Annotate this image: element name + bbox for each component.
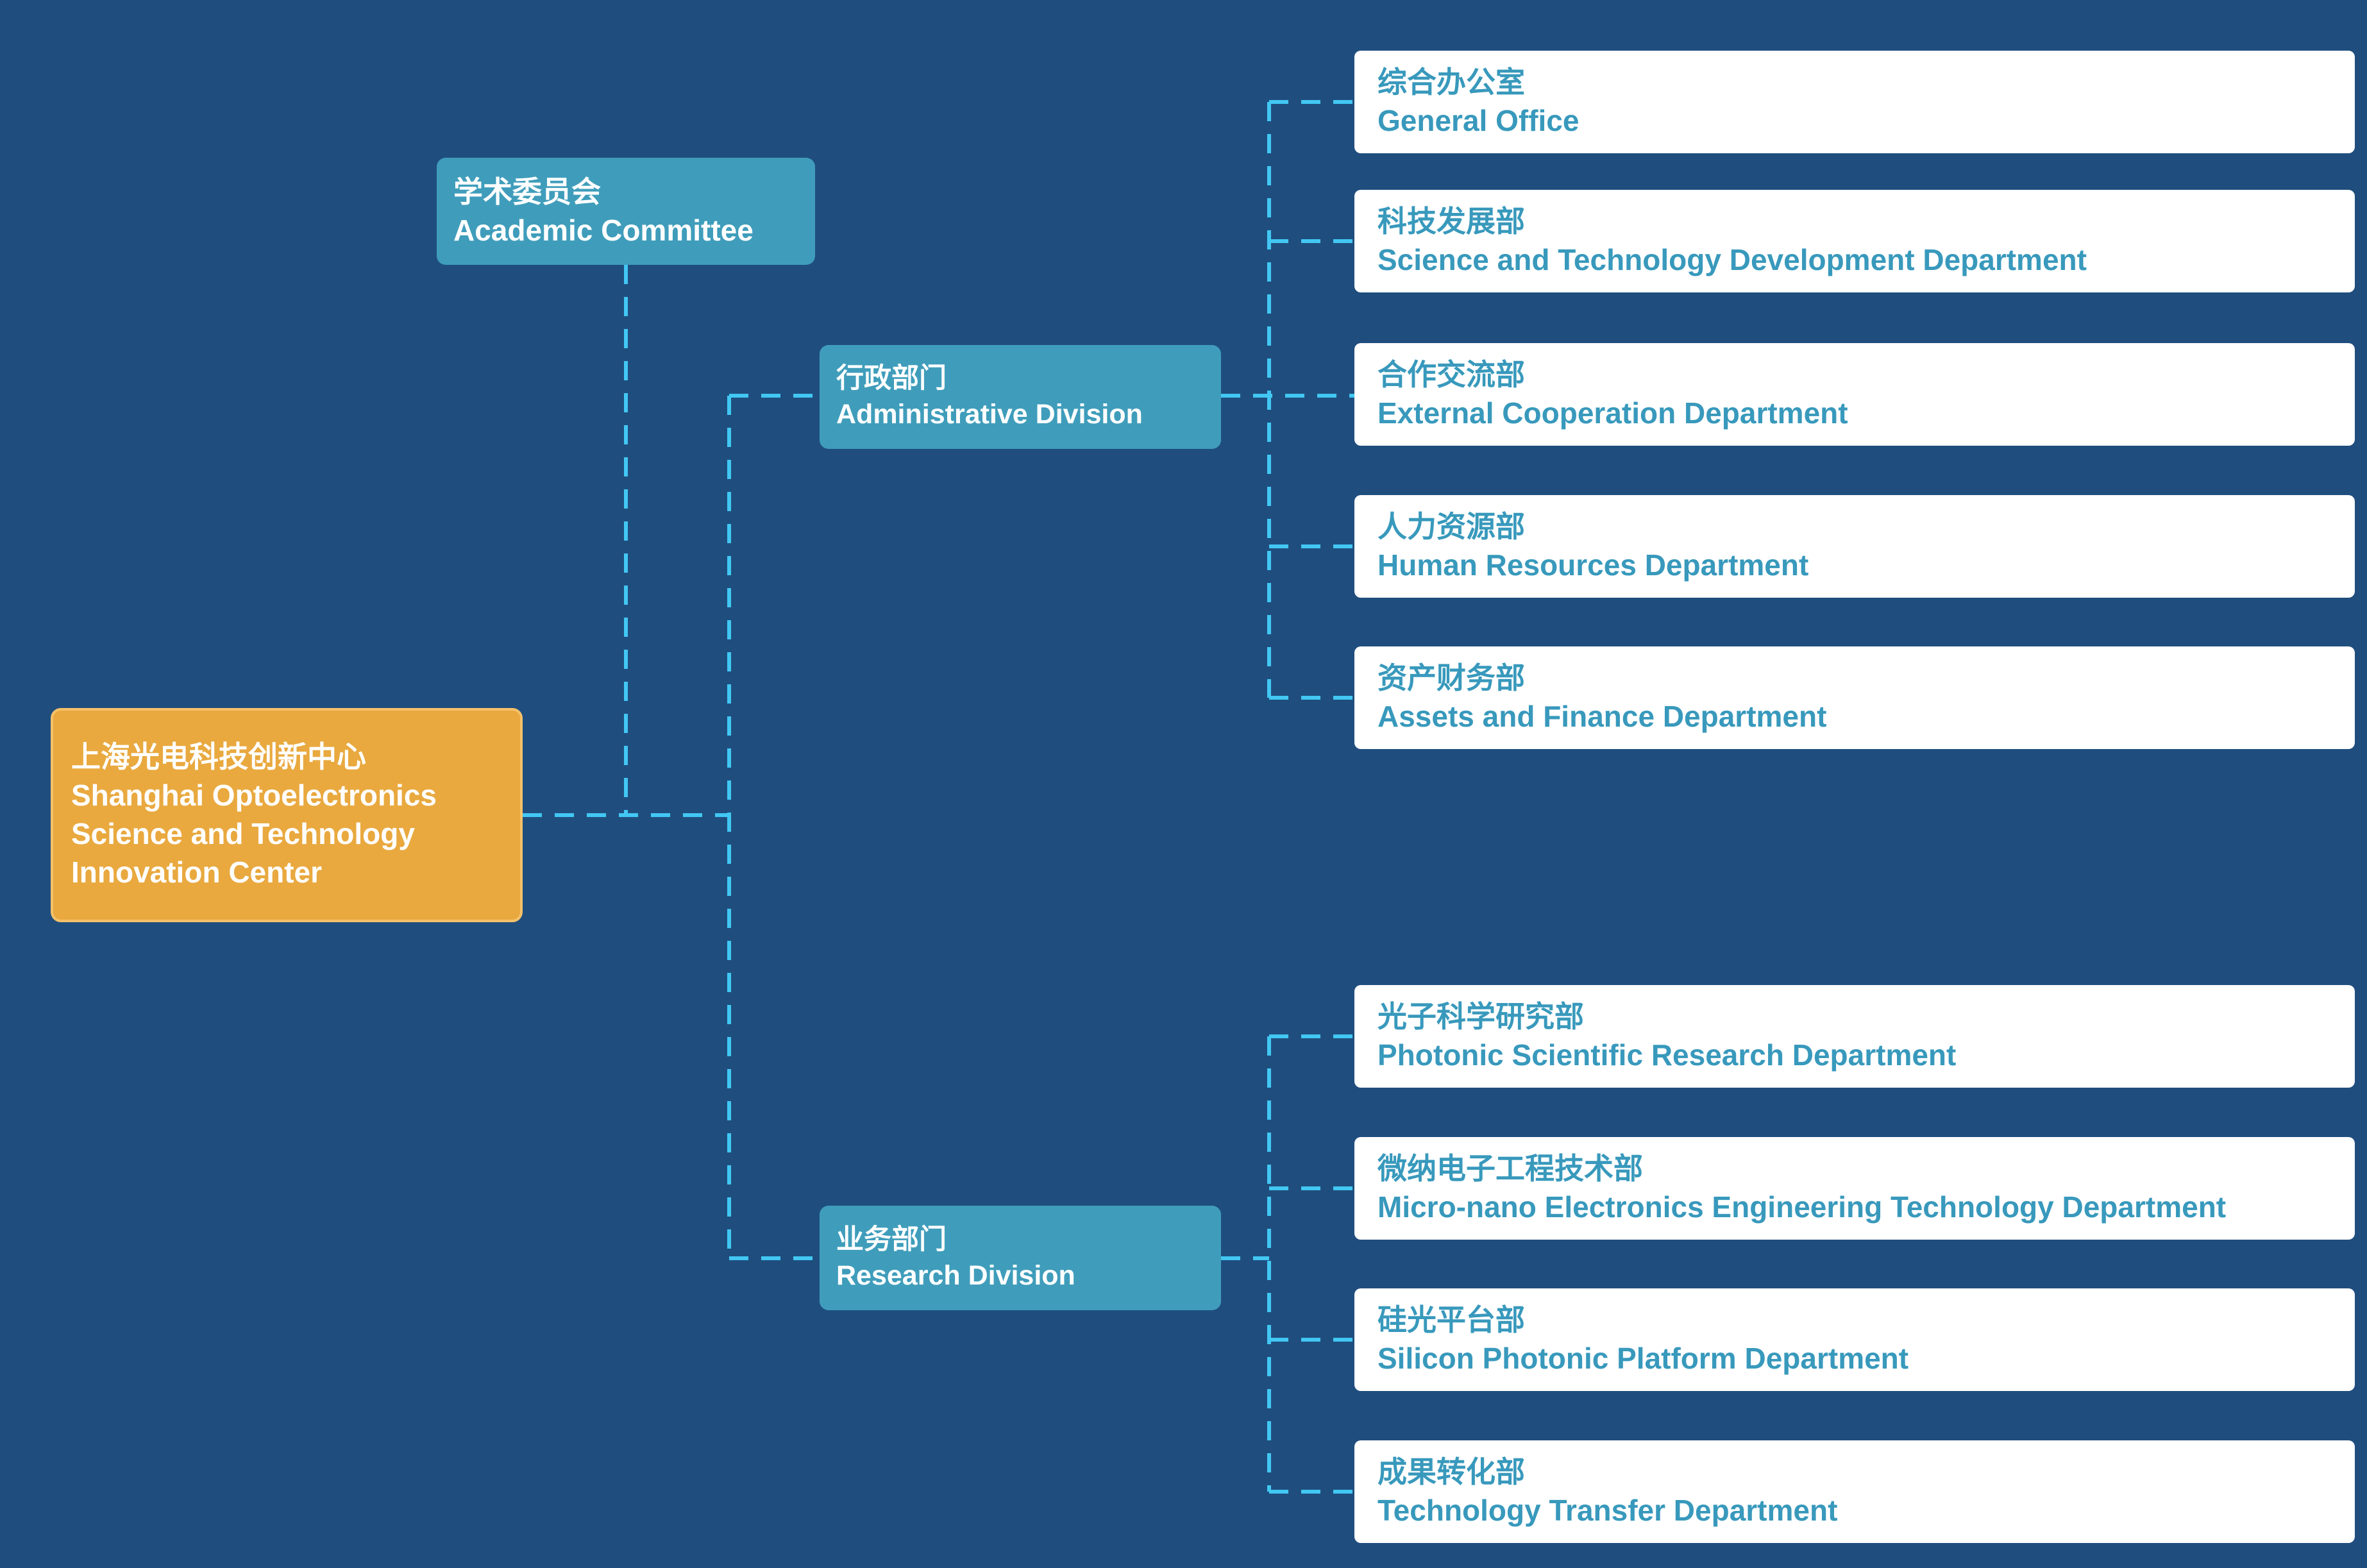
dept-label-zh: 微纳电子工程技术部 (1377, 1152, 1643, 1186)
research-division-label-zh: 业务部门 (836, 1224, 947, 1255)
root-label-zh: 上海光电科技创新中心 (71, 740, 366, 774)
dept-label-zh: 合作交流部 (1377, 358, 1525, 392)
dept-label-zh: 硅光平台部 (1377, 1303, 1525, 1337)
dept-label-en: Micro-nano Electronics Engineering Techn… (1377, 1190, 2227, 1224)
node-dept-technology-transfer: 成果转化部 Technology Transfer Department (1354, 1440, 2355, 1543)
node-dept-silicon-photonic-platform: 硅光平台部 Silicon Photonic Platform Departme… (1354, 1288, 2355, 1391)
dept-label-en: Photonic Scientific Research Department (1377, 1038, 1957, 1072)
node-dept-micro-nano-electronics: 微纳电子工程技术部 Micro-nano Electronics Enginee… (1354, 1137, 2355, 1240)
node-dept-science-tech-development: 科技发展部 Science and Technology Development… (1354, 190, 2355, 292)
node-dept-external-cooperation: 合作交流部 External Cooperation Department (1354, 343, 2355, 446)
dept-label-en: General Office (1377, 104, 1579, 137)
dept-label-en: Assets and Finance Department (1377, 700, 1827, 733)
admin-division-label-en: Administrative Division (836, 399, 1143, 430)
dept-label-en: Silicon Photonic Platform Department (1377, 1342, 1909, 1375)
node-academic-committee: 学术委员会 Academic Committee (437, 158, 815, 265)
dept-label-zh: 光子科学研究部 (1377, 1000, 1584, 1034)
dept-label-en: External Cooperation Department (1377, 396, 1848, 430)
node-dept-photonic-research: 光子科学研究部 Photonic Scientific Research Dep… (1354, 985, 2355, 1088)
academic-label-zh: 学术委员会 (453, 174, 601, 208)
dashed-connectors (523, 100, 1354, 1494)
academic-label-en: Academic Committee (453, 213, 754, 247)
node-root-center: 上海光电科技创新中心 Shanghai Optoelectronics Scie… (51, 708, 523, 922)
research-division-label-en: Research Division (836, 1260, 1075, 1291)
node-dept-assets-finance: 资产财务部 Assets and Finance Department (1354, 646, 2355, 749)
dept-label-en: Technology Transfer Department (1377, 1494, 1838, 1527)
node-administrative-division: 行政部门 Administrative Division (820, 345, 1221, 449)
dept-label-zh: 成果转化部 (1377, 1455, 1525, 1489)
dept-label-en: Human Resources Department (1377, 548, 1809, 582)
dept-label-zh: 资产财务部 (1377, 661, 1525, 695)
dept-label-zh: 综合办公室 (1377, 65, 1525, 99)
node-dept-general-office: 综合办公室 General Office (1354, 51, 2355, 153)
root-label-en: Shanghai Optoelectronics Science and Tec… (71, 779, 437, 889)
admin-division-label-zh: 行政部门 (836, 363, 947, 394)
dept-label-zh: 科技发展部 (1377, 205, 1525, 239)
dept-label-zh: 人力资源部 (1377, 510, 1525, 544)
node-research-division: 业务部门 Research Division (820, 1206, 1221, 1310)
dept-label-en: Science and Technology Development Depar… (1377, 243, 2087, 276)
node-dept-human-resources: 人力资源部 Human Resources Department (1354, 495, 2355, 598)
